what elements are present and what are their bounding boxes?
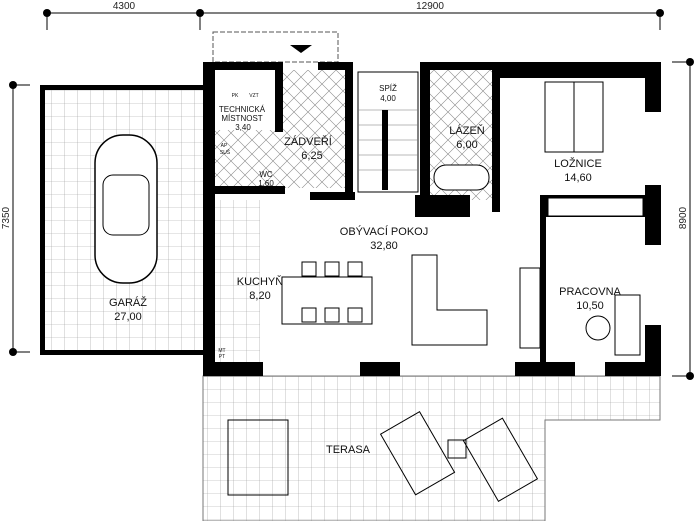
label-pt: PT — [219, 354, 225, 360]
room-zadveri: ZÁDVEŘÍ 6,25 — [284, 135, 333, 162]
svg-text:PRACOVNA: PRACOVNA — [559, 286, 621, 298]
svg-text:27,00: 27,00 — [114, 311, 142, 323]
entrance-arrow-icon — [290, 45, 312, 53]
room-terasa: TERASA — [326, 444, 371, 456]
room-obyvaci-pokoj: OBÝVACÍ POKOJ 32,80 — [340, 225, 428, 252]
tv-cabinet — [519, 267, 541, 349]
dimension-top: 4300 12900 — [43, 1, 664, 30]
label-sus: SUŠ — [220, 149, 231, 156]
svg-text:LÁZEŇ: LÁZEŇ — [449, 124, 485, 137]
svg-text:32,80: 32,80 — [370, 240, 398, 252]
sofa — [411, 254, 488, 346]
dim-12900: 12900 — [416, 1, 444, 12]
room-kuchyn: KUCHYŇ 8,20 — [237, 275, 284, 302]
svg-text:GARÁŽ: GARÁŽ — [109, 296, 147, 309]
dim-8900: 8900 — [678, 206, 689, 229]
svg-text:6,00: 6,00 — [456, 139, 477, 151]
room-lazen: LÁZEŇ 6,00 — [449, 124, 485, 151]
bathtub-icon — [433, 164, 490, 191]
vestibule-floor — [280, 70, 345, 188]
label-pk: PK — [232, 93, 239, 99]
staircase — [357, 71, 419, 193]
svg-text:10,50: 10,50 — [576, 300, 604, 312]
room-loznice: LOŽNICE 14,60 — [554, 157, 602, 184]
sun-lounger — [379, 411, 456, 496]
dining-table — [281, 261, 373, 325]
svg-text:14,60: 14,60 — [564, 172, 592, 184]
svg-text:KUCHYŇ: KUCHYŇ — [237, 275, 284, 288]
room-wc: WC 1,60 — [258, 170, 274, 188]
room-spiz: SPÍŽ 4,00 — [379, 84, 397, 103]
office-sofa — [614, 294, 641, 356]
svg-text:3,40: 3,40 — [235, 123, 251, 132]
dim-4300: 4300 — [113, 1, 136, 12]
label-mt: MT — [218, 348, 225, 354]
room-pracovna: PRACOVNA 10,50 — [559, 286, 621, 312]
svg-text:TECHNICKÁ: TECHNICKÁ — [219, 105, 266, 114]
label-ap: AP — [221, 143, 228, 149]
svg-text:WC: WC — [259, 170, 273, 179]
room-garaz: GARÁŽ 27,00 — [109, 296, 147, 323]
terrace-side-table — [447, 439, 467, 459]
svg-text:8,20: 8,20 — [249, 290, 270, 302]
office-table — [585, 315, 611, 341]
svg-text:1,60: 1,60 — [258, 179, 274, 188]
terrace — [202, 375, 661, 521]
kitchen-floor — [210, 200, 260, 370]
svg-text:SPÍŽ: SPÍŽ — [379, 84, 397, 93]
wardrobe — [547, 197, 644, 217]
room-technicka-mistnost: TECHNICKÁ MÍSTNOST 3,40 — [219, 105, 266, 132]
car-icon — [94, 134, 158, 284]
terrace-table — [227, 419, 289, 496]
svg-text:OBÝVACÍ POKOJ: OBÝVACÍ POKOJ — [340, 225, 428, 238]
svg-text:ZÁDVEŘÍ: ZÁDVEŘÍ — [284, 135, 333, 148]
label-vzt: VZT — [249, 93, 258, 99]
sun-lounger — [462, 417, 539, 502]
svg-text:LOŽNICE: LOŽNICE — [554, 157, 602, 170]
svg-text:6,25: 6,25 — [301, 150, 322, 162]
bed-icon — [544, 81, 604, 153]
entrance-canopy — [212, 31, 339, 63]
walls — [40, 62, 661, 376]
svg-text:MÍSTNOST: MÍSTNOST — [221, 114, 262, 123]
dimension-left: 7350 — [1, 81, 30, 356]
svg-text:4,00: 4,00 — [380, 94, 396, 103]
dimension-right: 8900 — [672, 58, 694, 380]
dim-7350: 7350 — [1, 206, 12, 229]
